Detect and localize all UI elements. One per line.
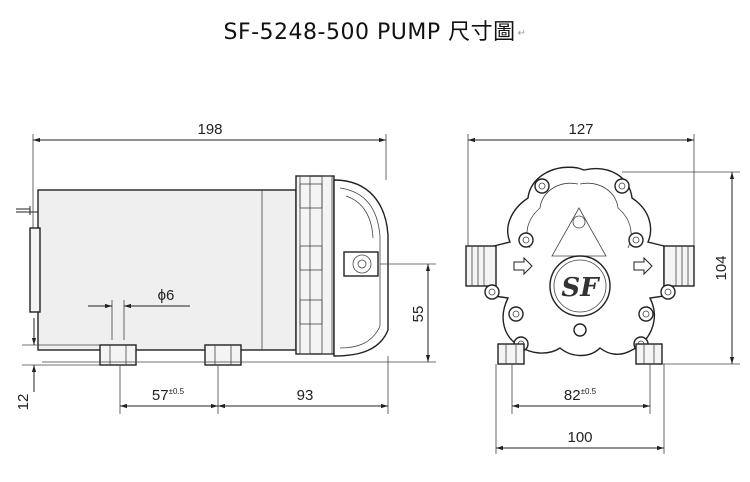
front-view: SF: [465, 121, 740, 454]
outlet-fitting: [633, 245, 695, 287]
dim-phi6: ϕ6: [158, 287, 175, 304]
end-cap: [29, 227, 41, 313]
wire-lead: [16, 208, 38, 213]
dim-82: 82±0.5: [564, 387, 597, 404]
dim-12: 12: [15, 394, 32, 411]
foot-right: [204, 344, 242, 366]
dim-55: 55: [410, 306, 427, 323]
dim-127: 127: [568, 121, 593, 138]
foot-left: [99, 344, 137, 366]
return-mark: ↵: [517, 27, 527, 39]
side-view: 198 ϕ6 55 12 57±0.5 93: [15, 121, 436, 414]
port: [343, 251, 379, 277]
flange: [295, 175, 335, 355]
page-title: SF-5248-500 PUMP 尺寸圖↵: [0, 14, 750, 46]
motor-body: [37, 189, 297, 351]
front-foot-right: [635, 343, 663, 365]
dim-93: 93: [297, 387, 314, 404]
sf-logo: SF: [561, 273, 600, 303]
dim-198: 198: [197, 121, 222, 138]
title-text: SF-5248-500 PUMP 尺寸圖: [223, 20, 516, 45]
dim-104: 104: [713, 255, 730, 280]
logo-circle: [549, 255, 611, 317]
dim-57: 57±0.5: [152, 387, 185, 404]
dim-100: 100: [567, 429, 592, 446]
front-foot-left: [497, 343, 525, 365]
inlet-fitting: [465, 245, 533, 287]
